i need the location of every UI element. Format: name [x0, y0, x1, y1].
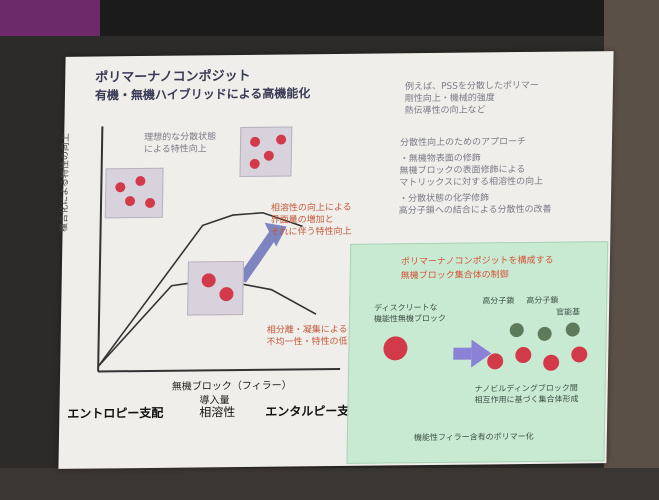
- bottom-dark-area: [0, 468, 659, 500]
- note-line: 例えば、PSSを分散したポリマー: [404, 80, 539, 93]
- green-panel-title-line1: ポリマーナノコンポジットを構成する: [400, 255, 554, 268]
- right-wall: [604, 0, 659, 500]
- aggregated-box: [187, 260, 245, 316]
- note-line: ディスクリートな: [374, 302, 438, 313]
- green-right-label-1: 高分子鎖: [482, 296, 515, 306]
- note-line: による特性向上: [143, 144, 207, 156]
- label-compatibility: 相溶性: [199, 405, 236, 420]
- y-axis-line: [97, 126, 104, 372]
- note-line: 相分離・凝集による: [266, 324, 348, 336]
- block-red: [383, 336, 408, 361]
- x-axis-line: [98, 367, 341, 373]
- polymer-block-dark: [565, 322, 580, 337]
- dispersed-box-1: [104, 167, 164, 219]
- green-right-label-3: 官能基: [555, 307, 581, 317]
- green-bottom-label-2: 機能性フィラー含有のポリマー化: [413, 431, 534, 443]
- note-line: 理想的な分散状態: [144, 132, 217, 144]
- green-info-panel: ポリマーナノコンポジットを構成する 無機ブロック集合体の制御 ディスクリートな …: [346, 241, 609, 464]
- note-line: 不均一性・特性の低下: [266, 336, 357, 348]
- top-dark-bar: [100, 0, 604, 36]
- green-right-label-2: 高分子鎖: [526, 295, 559, 306]
- top-left-logo-bar: [0, 0, 100, 36]
- right-arrow: [453, 347, 472, 360]
- slide-subtitle: 有機・無機ハイブリッドによる高機能化: [94, 86, 311, 103]
- note-line: 機能性無機ブロック: [373, 313, 447, 324]
- note-title: 分散性向上のためのアプローチ: [399, 137, 527, 149]
- green-left-label: ディスクリートな 機能性無機ブロック: [374, 302, 446, 325]
- note-top-left: 理想的な分散状態 による特性向上: [144, 131, 216, 156]
- note-line: 熱伝導性の向上など: [404, 105, 486, 117]
- note-line: 高分子鎖への結合による分散性の改善: [398, 204, 552, 217]
- polymer-block: [543, 354, 560, 371]
- right-note-block1: 例えば、PSSを分散したポリマー 剛性向上・機械的強度 熱伝導性の向上など: [404, 80, 538, 117]
- note-lower-right: 相分離・凝集による 不均一性・特性の低下: [266, 324, 356, 349]
- note-line: 界面量の増加と: [270, 215, 334, 226]
- arrow-head: [264, 222, 287, 247]
- curve-ideal: [97, 211, 303, 367]
- polymer-block: [515, 346, 532, 364]
- note-line: 相互作用に基づく集合体形成: [474, 394, 579, 405]
- presentation-slide: ポリマーナノコンポジット 有機・無機ハイブリッドによる高機能化 理想的な分散状態…: [58, 51, 614, 469]
- note-line: 相溶性の向上による: [270, 202, 352, 214]
- green-panel-title-line2: 無機ブロック集合体の制御: [400, 270, 509, 282]
- polymer-block: [487, 353, 504, 370]
- note-middle-right: 相溶性の向上による 界面量の増加と それに伴う特性向上: [270, 202, 352, 239]
- x-axis-label-line1: 無機ブロック（フィラー）: [171, 380, 292, 393]
- arrow: [237, 229, 279, 283]
- right-note-block2: 分散性向上のためのアプローチ ・無機物表面の修飾 無機ブロックの表面修飾による …: [399, 136, 553, 218]
- y-axis-label: 複合化による特性の向上: [59, 133, 72, 232]
- label-entropy: エントロピー支配: [67, 405, 164, 421]
- green-bottom-label-1: ナノビルディングブロック間 相互作用に基づく集合体形成: [474, 382, 578, 405]
- slide-title: ポリマーナノコンポジット: [95, 68, 251, 86]
- polymer-block-dark: [509, 323, 524, 338]
- note-line: マトリックスに対する相溶性の向上: [399, 176, 544, 189]
- polymer-block-dark: [537, 326, 552, 341]
- note-line: それに伴う特性向上: [270, 226, 352, 238]
- polymer-block: [571, 346, 588, 363]
